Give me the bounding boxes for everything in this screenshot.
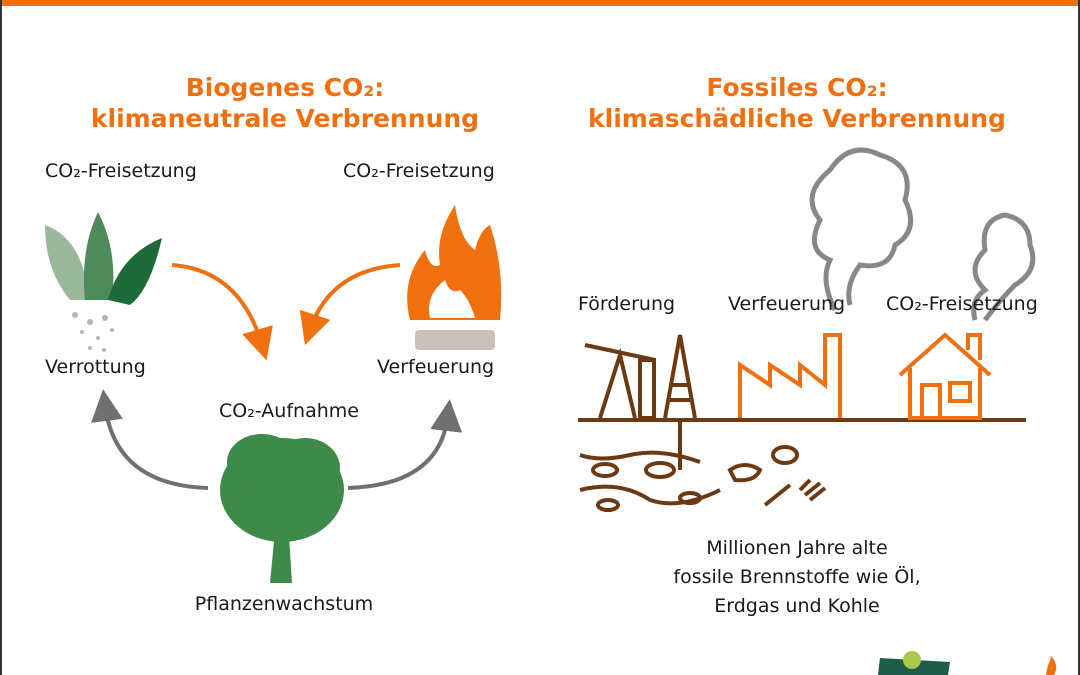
fossil-layers-icon	[579, 445, 827, 512]
fire-icon	[407, 205, 502, 350]
tree-icon	[220, 434, 344, 583]
logo-icon	[878, 651, 1057, 675]
fossil-desc-line1: Millionen Jahre alte	[706, 537, 888, 559]
fossil-title: Fossiles CO₂: klimaschädliche Verbrennun…	[588, 72, 1006, 134]
arrow-tree-to-fire	[347, 399, 463, 490]
label-rotting: Verrottung	[45, 356, 146, 378]
biogenic-title-line1: Biogenes CO₂:	[185, 73, 385, 102]
biogenic-title-line2: klimaneutrale Verbrennung	[90, 104, 480, 133]
label-fossil-release: CO₂-Freisetzung	[886, 293, 1038, 315]
label-release-right: CO₂-Freisetzung	[343, 160, 495, 182]
frame-right	[1078, 0, 1080, 675]
label-fossil-firing: Verfeuerung	[728, 293, 846, 315]
arrow-tree-to-leaves	[91, 389, 209, 490]
arrow-fire-to-center	[299, 263, 401, 346]
label-uptake: CO₂-Aufnahme	[219, 400, 359, 422]
label-growth: Pflanzenwachstum	[194, 593, 374, 615]
house-icon	[898, 332, 992, 420]
ground-line	[578, 418, 1026, 422]
fossil-description: Millionen Jahre alte fossile Brennstoffe…	[673, 534, 920, 621]
fossil-title-line1: Fossiles CO₂:	[706, 73, 888, 102]
leaves-icon	[45, 212, 162, 352]
smoke-house-icon	[971, 212, 1036, 322]
fossil-desc-line2: fossile Brennstoffe wie Öl,	[673, 566, 921, 588]
frame-left	[0, 0, 2, 675]
fossil-title-line2: klimaschädliche Verbrennung	[588, 104, 1006, 133]
arrow-leaves-to-center	[171, 263, 273, 361]
factory-icon	[738, 333, 842, 418]
fossil-desc-line3: Erdgas und Kohle	[714, 595, 880, 617]
label-firing: Verfeuerung	[377, 356, 495, 378]
label-extraction: Förderung	[578, 293, 676, 315]
biogenic-title: Biogenes CO₂: klimaneutrale Verbrennung	[91, 72, 479, 134]
smoke-factory-icon	[809, 147, 914, 312]
label-release-left: CO₂-Freisetzung	[45, 160, 197, 182]
oil-pump-icon	[584, 334, 697, 470]
top-accent-bar	[0, 0, 1080, 6]
